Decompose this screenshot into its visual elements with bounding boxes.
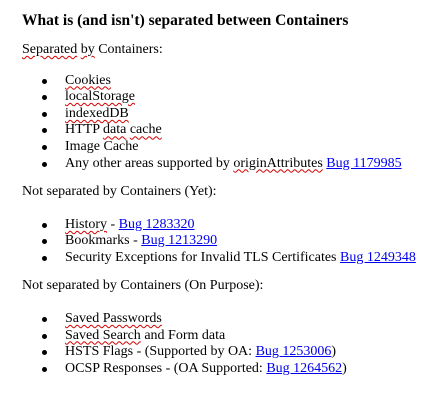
section-heading-separated: Separated by Containers: [22,42,163,57]
section-heading-not-separated-yet: Not separated by Containers (Yet): [22,184,217,200]
list-item-security-exceptions: Security Exceptions for Invalid TLS Cert… [42,249,432,267]
document-page: What is (and isn't) separated between Co… [22,11,432,378]
list-item-ocsp-responses: OCSP Responses - (OA Supported: Bug 1264… [42,360,432,378]
list-item-hsts-flags: HSTS Flags - (Supported by OA: Bug 12530… [42,344,432,361]
list-item-history: History - Bug 1283320 [42,216,432,234]
section-heading-not-separated-on-purpose: Not separated by Containers (On Purpose)… [22,277,264,293]
bug-link[interactable]: Bug 1264562 [266,360,343,376]
bug-link[interactable]: Bug 1253006 [255,344,332,360]
list-item-saved-search: Saved Search and Form data [42,328,432,345]
not-separated-on-purpose-list: Saved Passwords Saved Search and Form da… [22,311,432,377]
bug-link[interactable]: Bug 1283320 [118,216,195,232]
bug-link[interactable]: Bug 1249348 [340,249,416,265]
list-item-indexeddb: indexedDB [42,106,432,123]
list-item-image-cache: Image Cache [42,139,432,156]
not-separated-yet-list: History - Bug 1283320 Bookmarks - Bug 12… [22,217,432,267]
list-item-other-areas: Any other areas supported by originAttri… [42,155,432,173]
list-item-http-data-cache: HTTP data cache [42,122,432,139]
bug-link[interactable]: Bug 1179985 [326,155,402,171]
heading-word: by [80,42,95,57]
list-item-localstorage: localStorage [42,89,432,106]
separated-list: Cookies localStorage indexedDB HTTP data… [22,73,432,173]
bug-link[interactable]: Bug 1213290 [141,233,218,249]
list-item-cookies: Cookies [42,73,432,90]
page-title: What is (and isn't) separated between Co… [22,12,349,29]
list-item-bookmarks: Bookmarks - Bug 1213290 [42,233,432,250]
heading-word: Separated [22,42,78,57]
list-item-saved-passwords: Saved Passwords [42,311,432,328]
